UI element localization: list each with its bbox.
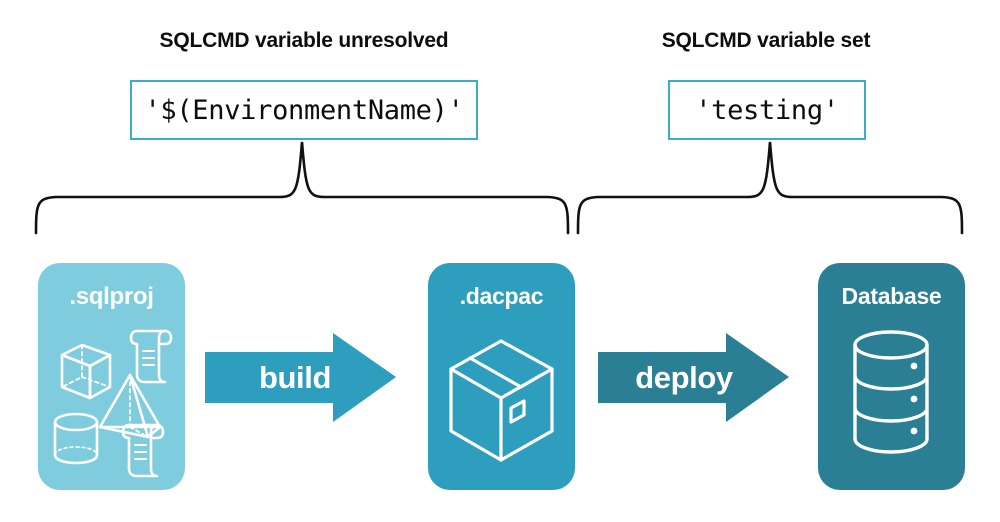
card-title-sqlproj: .sqlproj (69, 283, 154, 310)
heading-sqlcmd-variable-unresolved: SQLCMD variable unresolved (159, 29, 449, 52)
arrow-shape-build (205, 333, 396, 422)
arrow-build: build (205, 330, 397, 425)
card-sqlproj: .sqlproj (38, 263, 185, 490)
card-database: Database (818, 263, 965, 490)
brace-sqlproj-to-dacpac (34, 141, 570, 235)
brace-dacpac-to-database (576, 141, 964, 235)
package-box-icon (449, 339, 554, 462)
card-title-database: Database (841, 283, 942, 309)
value-text-testing: 'testing' (695, 94, 839, 126)
value-box-testing: 'testing' (668, 80, 866, 140)
value-box-environment-name: '$(EnvironmentName)' (130, 80, 478, 140)
card-title-dacpac: .dacpac (459, 283, 544, 309)
arrow-deploy: deploy (598, 330, 790, 425)
database-cylinder-icon (853, 330, 929, 454)
value-text-environment-name: '$(EnvironmentName)' (144, 94, 464, 126)
heading-sqlcmd-variable-set: SQLCMD variable set (661, 29, 871, 52)
card-dacpac: .dacpac (428, 263, 575, 490)
arrow-shape-deploy (598, 333, 789, 422)
project-shapes-icon (53, 329, 173, 478)
